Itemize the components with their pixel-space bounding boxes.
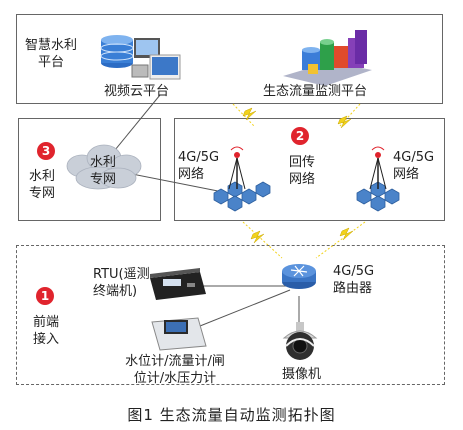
video-cloud-label: 视频云平台 <box>104 84 170 99</box>
rtu-label: RTU(遥测 终端机) <box>93 267 150 299</box>
badge-3: 3 <box>37 142 55 160</box>
frontend-box <box>16 245 445 385</box>
badge-2: 2 <box>291 127 309 145</box>
platform-title: 智慧水利 平台 <box>25 38 78 70</box>
left-4g-label: 4G/5G 网络 <box>178 150 220 182</box>
cloud-label: 水利 专网 <box>89 155 116 187</box>
frontend-label: 前端 接入 <box>32 315 59 347</box>
water-network-label: 水利 专网 <box>28 169 55 201</box>
right-4g-label: 4G/5G 网络 <box>393 150 435 182</box>
figure-caption: 图1 生态流量自动监测拓扑图 <box>127 406 336 424</box>
badge-1: 1 <box>36 287 54 305</box>
eco-monitor-label: 生态流量监测平台 <box>263 84 368 99</box>
backhaul-label: 回传 网络 <box>288 155 315 187</box>
backhaul-network-box <box>174 118 445 221</box>
sensors-label: 水位计/流量计/闸 位计/水压力计 <box>125 354 225 386</box>
platform-box <box>16 14 443 104</box>
camera-label: 摄像机 <box>282 367 322 382</box>
router-label: 4G/5G 路由器 <box>333 264 375 296</box>
